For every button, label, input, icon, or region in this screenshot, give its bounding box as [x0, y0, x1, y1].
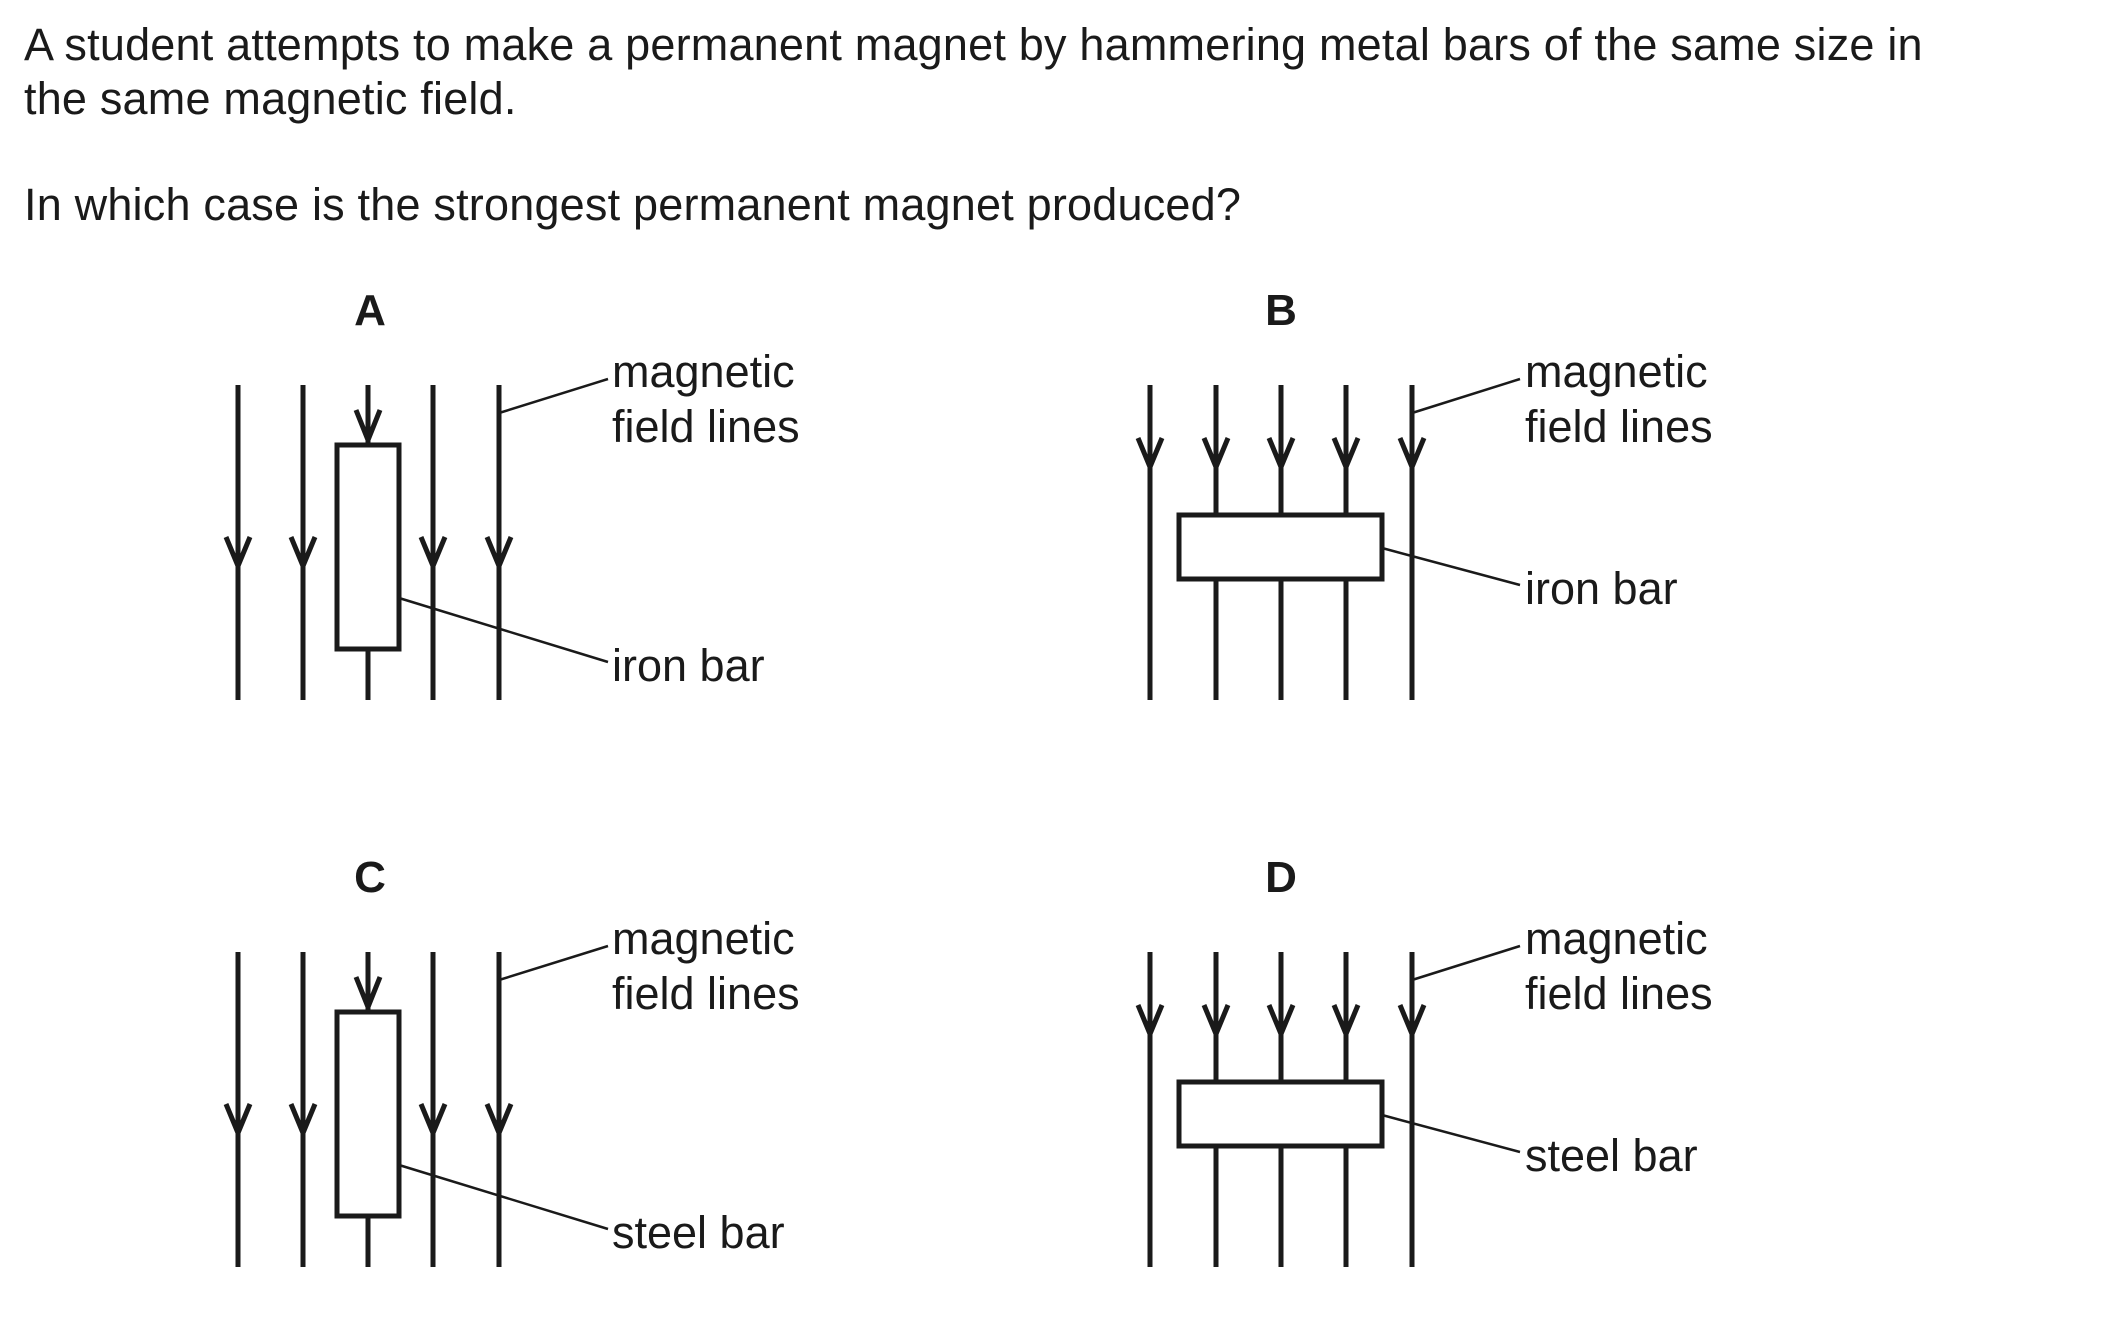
field-lines-leader-b: [1411, 377, 1521, 415]
field-label-line2-c: field lines: [612, 968, 800, 1019]
arrow-head: [1266, 1004, 1296, 1041]
arrow-head: [1135, 1004, 1165, 1041]
panel-d: D magnetic field lines steel bar: [1135, 853, 1713, 1267]
question-prompt: In which case is the strongest permanent…: [24, 179, 1242, 230]
iron-bar-a: [334, 442, 402, 652]
arrow-head: [1201, 1004, 1231, 1041]
panel-letter-a: A: [354, 286, 386, 335]
field-lines-leader-c: [498, 944, 609, 982]
panel-letter-c: C: [354, 853, 386, 902]
bar-leader-c: [398, 1163, 609, 1231]
steel-bar-d: [1176, 1079, 1385, 1149]
field-label-line1-c: magnetic: [612, 913, 795, 964]
field-lines-leader-d: [1411, 944, 1521, 982]
arrow-head: [353, 976, 383, 1014]
question-line-1: A student attempts to make a permanent m…: [24, 19, 1923, 70]
question-line-2: the same magnetic field.: [24, 73, 517, 124]
arrow-head: [1397, 1004, 1427, 1041]
bar-label-a: iron bar: [612, 640, 765, 691]
arrow-head: [223, 1103, 253, 1140]
arrow-head: [418, 536, 448, 573]
arrow-head: [1397, 437, 1427, 474]
bar-label-c: steel bar: [612, 1207, 785, 1258]
arrow-head: [288, 536, 318, 573]
arrow-head: [288, 1103, 318, 1140]
arrow-head: [1331, 1004, 1361, 1041]
bar-leader-a: [398, 596, 609, 664]
field-label-line2-b: field lines: [1525, 401, 1713, 452]
field-label-line1-d: magnetic: [1525, 913, 1708, 964]
bar-label-d: steel bar: [1525, 1130, 1698, 1181]
panel-letter-d: D: [1265, 853, 1297, 902]
iron-bar-b: [1176, 512, 1385, 582]
panel-letter-b: B: [1265, 286, 1297, 335]
field-lines-d: [1135, 952, 1427, 1267]
panel-b: B magnetic field lines iron bar: [1135, 286, 1713, 700]
arrow-head: [223, 536, 253, 573]
question-text: A student attempts to make a permanent m…: [24, 18, 2034, 232]
field-label-line2-d: field lines: [1525, 968, 1713, 1019]
bar-leader-d: [1381, 1113, 1521, 1154]
arrow-head: [1135, 437, 1165, 474]
arrow-head: [1331, 437, 1361, 474]
field-label-line2-a: field lines: [612, 401, 800, 452]
arrow-head: [418, 1103, 448, 1140]
arrow-head: [1266, 437, 1296, 474]
panel-a: A magnetic field lines iron bar: [223, 286, 800, 700]
field-label-line1-a: magnetic: [612, 346, 795, 397]
arrow-head: [484, 1103, 514, 1140]
arrow-head: [353, 409, 383, 447]
field-lines-leader-a: [498, 377, 609, 415]
steel-bar-c: [334, 1009, 402, 1219]
bar-label-b: iron bar: [1525, 563, 1678, 614]
panel-c: C magnetic field lines steel bar: [223, 853, 800, 1267]
field-label-line1-b: magnetic: [1525, 346, 1708, 397]
arrow-head: [1201, 437, 1231, 474]
bar-leader-b: [1381, 546, 1521, 587]
arrow-head: [484, 536, 514, 573]
